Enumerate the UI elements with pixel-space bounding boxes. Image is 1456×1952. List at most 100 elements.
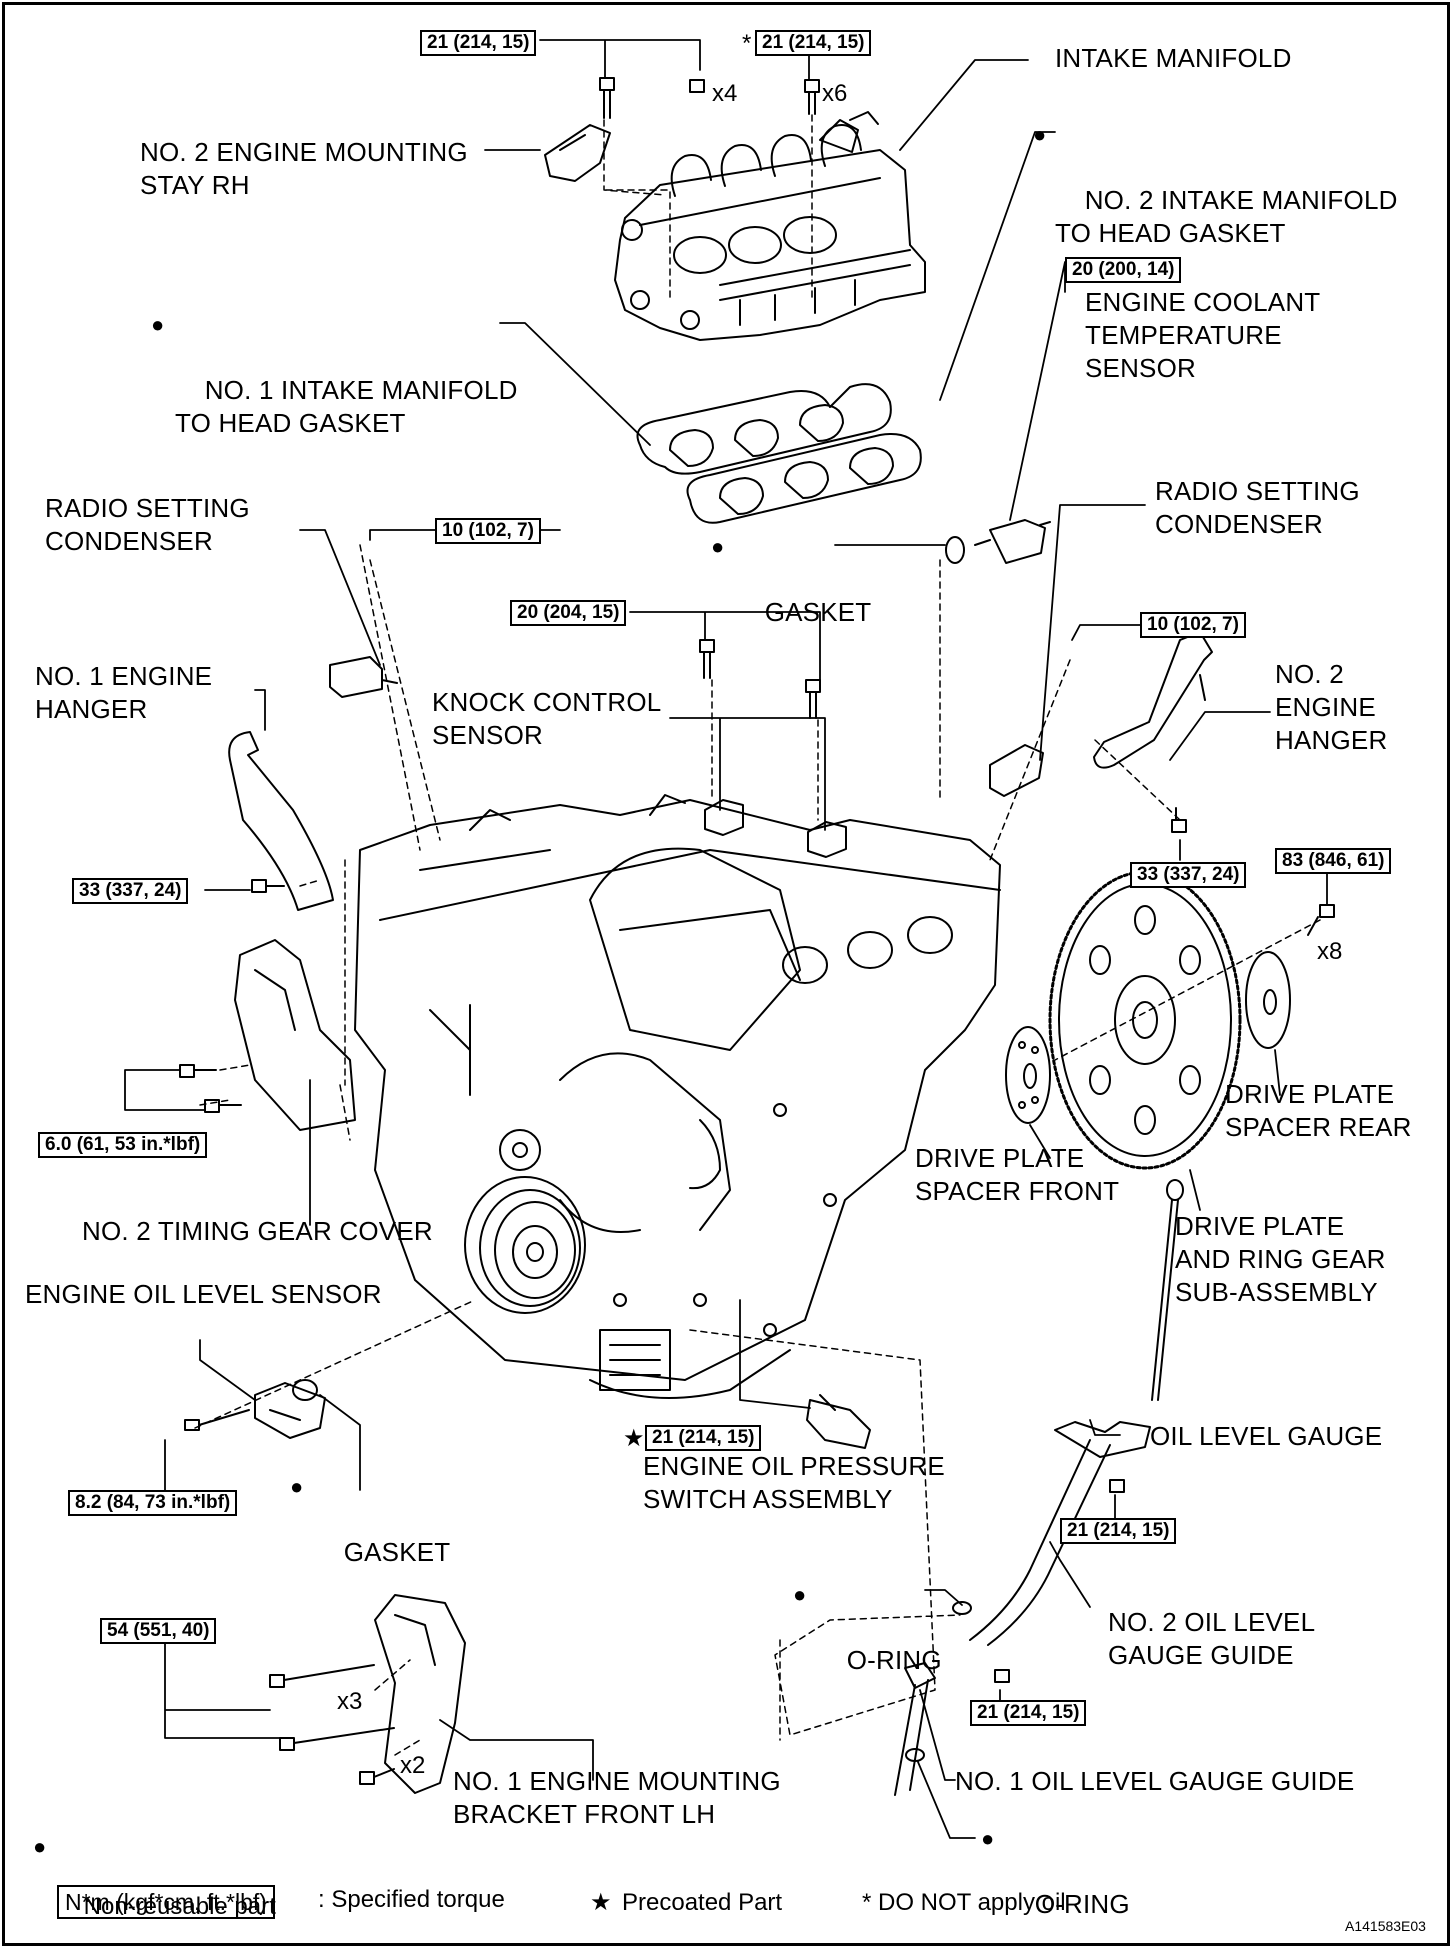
intake-gaskets-drawing — [636, 383, 922, 524]
torque-hanger-1: 33 (337, 24) — [72, 878, 189, 904]
legend-torque-text: : Specified torque — [318, 1886, 505, 1913]
label-text: NO. 1 INTAKE MANIFOLD TO HEAD GASKET — [175, 375, 518, 438]
count-x2: x2 — [400, 1752, 426, 1779]
label-text: GASKET — [343, 1537, 451, 1567]
label-no1-hanger: NO. 1 ENGINE HANGER — [35, 661, 213, 724]
nonreusable-dot-icon: ● — [981, 1826, 995, 1851]
alignment-dashed-lines — [194, 114, 1321, 1756]
count-x3: x3 — [337, 1688, 363, 1715]
label-gasket-bottom: ● GASKET — [290, 1470, 451, 1602]
intake-manifold-drawing — [614, 111, 926, 341]
nonreusable-dot-icon: ● — [33, 1834, 47, 1859]
count-x8: x8 — [1317, 938, 1343, 965]
leader-lines — [124, 39, 1328, 1839]
label-gasket-top: ● GASKET — [711, 530, 872, 662]
nonreusable-dot-icon: ● — [151, 312, 165, 337]
asterisk-mark: * — [742, 30, 752, 57]
torque-gauge-guide-1: 21 (214, 15) — [970, 1700, 1087, 1726]
knock-sensor-right-drawing — [807, 821, 847, 858]
label-no1-gauge-guide: NO. 1 OIL LEVEL GAUGE GUIDE — [955, 1766, 1355, 1796]
torque-coolant-sensor: 20 (200, 14) — [1065, 257, 1182, 283]
torque-drive-plate: 83 (846, 61) — [1275, 848, 1392, 874]
torque-mount-bracket: 54 (551, 40) — [100, 1618, 217, 1644]
timing-gear-cover-drawing — [234, 939, 356, 1131]
nonreusable-dot-icon: ● — [711, 534, 725, 559]
label-radio-condenser-left: RADIO SETTING CONDENSER — [45, 493, 250, 556]
label-coolant-temp-sensor: ENGINE COOLANT TEMPERATURE SENSOR — [1085, 287, 1321, 383]
label-no2-gauge-guide: NO. 2 OIL LEVEL GAUGE GUIDE — [1108, 1607, 1316, 1670]
label-no2-hanger: NO. 2 ENGINE HANGER — [1275, 659, 1388, 755]
torque-oil-pressure-switch: 21 (214, 15) — [645, 1425, 762, 1451]
torque-stay: 21 (214, 15) — [420, 30, 537, 56]
label-no2-timing-cover: NO. 2 TIMING GEAR COVER — [82, 1216, 433, 1246]
label-oring-top: ● O-RING — [793, 1578, 942, 1710]
label-drive-plate-spacer-rear: DRIVE PLATE SPACER REAR — [1225, 1079, 1412, 1142]
label-radio-condenser-right: RADIO SETTING CONDENSER — [1155, 476, 1360, 539]
legend-precoated: Precoated Part — [622, 1889, 783, 1916]
drive-plate-spacer-front-drawing — [1005, 1026, 1051, 1124]
oil-level-gauge-drawing — [1151, 1179, 1184, 1401]
torque-manifold: 21 (214, 15) — [755, 30, 872, 56]
radio-condenser-left-drawing — [329, 656, 398, 698]
count-x6: x6 — [822, 80, 848, 107]
label-oil-level-gauge: OIL LEVEL GAUGE — [1150, 1421, 1383, 1451]
nonreusable-dot-icon: ● — [793, 1582, 807, 1607]
nonreusable-dot-icon: ● — [1033, 122, 1047, 147]
oil-pressure-switch-drawing — [806, 1394, 871, 1449]
oil-level-sensor-drawing — [184, 1379, 326, 1439]
label-no1-intake-gasket: ● NO. 1 INTAKE MANIFOLD TO HEAD GASKET — [151, 308, 518, 473]
torque-condenser-left: 10 (102, 7) — [435, 518, 541, 544]
label-oring-bottom: ● O-RING — [981, 1822, 1130, 1952]
legend-torque-box: N*m (kgf*cm, ft.*lbf) — [57, 1885, 275, 1919]
drive-plate-spacer-rear-drawing — [1245, 951, 1291, 1049]
drive-plate-ring-gear-drawing — [1048, 870, 1242, 1170]
torque-hanger-2: 33 (337, 24) — [1130, 862, 1247, 888]
crank-pulley-drawing — [464, 1176, 586, 1314]
torque-condenser-right: 10 (102, 7) — [1140, 612, 1246, 638]
label-text: O-RING — [846, 1645, 942, 1675]
torque-oil-level-sensor: 8.2 (84, 73 in.*lbf) — [68, 1490, 238, 1516]
label-text: O-RING — [1034, 1889, 1130, 1919]
label-knock-sensor: KNOCK CONTROL SENSOR — [432, 687, 662, 750]
label-text: NO. 2 INTAKE MANIFOLD TO HEAD GASKET — [1055, 185, 1398, 248]
legend-star-icon: ★ — [590, 1889, 612, 1916]
hanger1-bolt-drawing — [251, 879, 285, 893]
label-drive-plate-ring-gear: DRIVE PLATE AND RING GEAR SUB-ASSEMBLY — [1175, 1211, 1386, 1307]
oring-bottom-drawing — [905, 1748, 925, 1762]
coolant-temp-sensor-drawing — [974, 519, 1051, 564]
torque-knock-sensor: 20 (204, 15) — [510, 600, 627, 626]
legend-text: Non-reusable part — [83, 1893, 276, 1920]
engine-mounting-stay-drawing — [544, 124, 611, 182]
radio-condenser-right-drawing — [989, 744, 1044, 797]
torque-gauge-guide-2: 21 (214, 15) — [1060, 1518, 1177, 1544]
knock-sensor-left-drawing — [704, 799, 744, 836]
no2-oil-gauge-guide-drawing — [969, 1421, 1151, 1646]
label-no2-intake-gasket: ● NO. 2 INTAKE MANIFOLD TO HEAD GASKET — [1033, 118, 1398, 283]
label-no2-mount-stay: NO. 2 ENGINE MOUNTING STAY RH — [140, 137, 468, 200]
knock-bolts-drawing — [699, 639, 821, 719]
torque-timing-cover: 6.0 (61, 53 in.*lbf) — [38, 1132, 208, 1158]
label-no1-mount-bracket: NO. 1 ENGINE MOUNTING BRACKET FRONT LH — [453, 1766, 781, 1829]
legend-no-oil: * DO NOT apply oil — [862, 1889, 1066, 1916]
count-x4: x4 — [712, 80, 738, 107]
label-oil-level-sensor: ENGINE OIL LEVEL SENSOR — [25, 1279, 382, 1309]
oring-top-drawing — [952, 1601, 972, 1615]
label-text: GASKET — [764, 597, 872, 627]
precoated-star-icon: ★ — [623, 1425, 645, 1452]
drive-plate-bolt-drawing — [1307, 904, 1335, 936]
top-bolts-drawing — [599, 77, 820, 119]
figure-code: A141583E03 — [1345, 1918, 1426, 1934]
engine-mount-bracket-drawing — [269, 1594, 466, 1794]
gasket-washer-drawing — [945, 536, 965, 564]
label-oil-pressure-switch: ENGINE OIL PRESSURE SWITCH ASSEMBLY — [643, 1451, 945, 1514]
hanger2-bolt-drawing — [1171, 807, 1187, 833]
legend-nonreusable: ● Non-reusable part — [33, 1832, 276, 1952]
nonreusable-dot-icon: ● — [290, 1474, 304, 1499]
no2-engine-hanger-drawing — [1093, 631, 1213, 769]
no1-engine-hanger-drawing — [228, 731, 334, 911]
engine-block-drawing — [354, 794, 1001, 1399]
label-drive-plate-spacer-front: DRIVE PLATE SPACER FRONT — [915, 1143, 1120, 1206]
timing-bolts-drawing — [179, 1064, 242, 1113]
